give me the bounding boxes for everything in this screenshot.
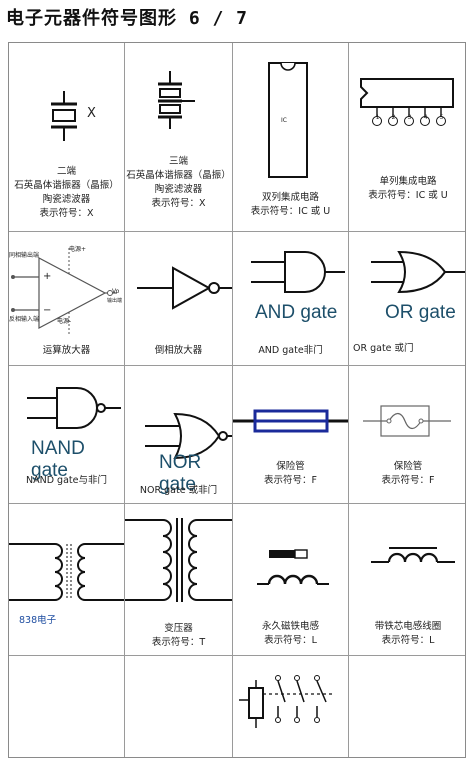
grid-divider <box>124 43 125 757</box>
pin-number: 3 <box>407 114 412 121</box>
inverter-cell: 倒相放大器 <box>125 232 232 365</box>
and-gate-symbol <box>251 251 345 293</box>
nor-gate-label: NOR gate <box>159 452 202 495</box>
caption-line: 表示符号：L <box>264 635 317 646</box>
fuse-1-symbol <box>233 409 348 433</box>
core-inductor-symbol <box>371 547 455 563</box>
transformer-1-symbol <box>9 543 124 601</box>
opamp-symbol <box>11 248 117 336</box>
caption-line: 表示符号：X <box>39 208 94 219</box>
caption-line: 永久磁铁电感 <box>261 621 319 632</box>
caption-line: AND gate非门 <box>258 345 323 356</box>
opamp-power-pos-label: 电源+ <box>69 246 87 253</box>
caption-line: 石英晶体谐振器（晶振） <box>126 170 231 181</box>
symbol-grid: X 二端 石英晶体谐振器（晶振） 陶瓷滤波器 表示符号：X 三端 石英晶体谐振器… <box>8 42 466 758</box>
grid-divider <box>9 655 465 656</box>
core-inductor-cell: 带铁芯电感线圈 表示符号：L <box>349 504 467 655</box>
crystal-symbol-letter: X <box>87 106 96 121</box>
opamp-plus-sign: + <box>43 271 52 282</box>
sip-ic-symbol <box>360 78 454 126</box>
pin-number: 5 <box>439 114 444 121</box>
caption-line: 保险管 <box>393 461 423 472</box>
caption-line: 表示符号：F <box>381 475 435 486</box>
watermark-caption: 838电子 <box>19 615 57 626</box>
caption-line: 保险管 <box>276 461 305 472</box>
caption-line: 表示符号：IC 或 U <box>368 190 448 201</box>
ic-chip-label: IC <box>281 117 287 124</box>
transformer-2-symbol <box>125 518 232 602</box>
opamp-minus-sign: − <box>43 305 52 316</box>
nand-gate-cell: NAND gate NAND gate与非门 <box>9 366 124 503</box>
opamp-inverting-label: 反相输入端 <box>9 316 40 323</box>
crystal-3-terminal-cell: 三端 石英晶体谐振器（晶振） 陶瓷滤波器 表示符号：X <box>125 43 232 231</box>
caption-line: 表示符号：F <box>264 475 317 486</box>
sip-ic-cell: 1 2 3 4 5 单列集成电路 表示符号：IC 或 U <box>349 43 467 231</box>
grid-divider <box>232 43 233 757</box>
opamp-cell: 同相输出端 电源+ 反相输入端 电源- Vo 输出端 + − 运算放大器 <box>9 232 124 365</box>
grid-divider <box>9 365 465 366</box>
nor-gate-symbol <box>145 412 232 460</box>
caption-line: 表示符号：T <box>151 637 206 648</box>
caption-line: NOR gate 或非门 <box>139 485 218 496</box>
and-gate-label: AND gate <box>255 302 338 323</box>
or-gate-label: OR gate <box>385 302 456 323</box>
pin-number: 2 <box>391 114 396 121</box>
dip-ic-cell: IC 双列集成电路 表示符号：IC 或 U <box>233 43 348 231</box>
opamp-output-note: 输出端 <box>107 298 123 304</box>
caption-line: 陶瓷滤波器 <box>42 194 91 205</box>
perm-inductor-symbol <box>257 549 329 585</box>
fuse-2-symbol <box>363 405 451 437</box>
pin-number: 4 <box>423 114 428 121</box>
caption-line: OR gate 或门 <box>353 343 414 354</box>
and-gate-cell: AND gate AND gate非门 <box>233 232 348 365</box>
caption-line: 表示符号：X <box>151 198 206 209</box>
caption-line: 倒相放大器 <box>154 345 203 356</box>
perm-inductor-cell: 永久磁铁电感 表示符号：L <box>233 504 348 655</box>
or-gate-cell: OR gate OR gate 或门 <box>349 232 467 365</box>
caption-line: 陶瓷滤波器 <box>154 184 203 195</box>
crystal-2-terminal-cell: X 二端 石英晶体谐振器（晶振） 陶瓷滤波器 表示符号：X <box>9 43 124 231</box>
caption-line: 表示符号：L <box>381 635 435 646</box>
caption-line: 三端 <box>168 156 188 167</box>
inverter-symbol <box>137 266 232 310</box>
opamp-output-label: Vo <box>112 288 120 295</box>
relay-symbol <box>239 675 333 728</box>
nand-gate-symbol <box>27 387 121 429</box>
caption-line: 双列集成电路 <box>261 192 319 203</box>
fuse-1-cell: 保险管 表示符号：F <box>233 366 348 503</box>
caption-line: NAND gate与非门 <box>26 475 107 486</box>
caption-line: 变压器 <box>164 623 193 634</box>
grid-divider <box>9 231 465 232</box>
crystal-2-terminal-symbol <box>51 91 77 141</box>
nor-gate-cell: NOR gate NOR gate 或非门 <box>125 366 232 503</box>
caption-line: 二端 <box>56 166 76 177</box>
crystal-3-terminal-symbol <box>158 71 195 129</box>
opamp-noninverting-label: 同相输出端 <box>9 252 40 259</box>
grid-divider <box>348 43 349 757</box>
grid-divider <box>9 503 465 504</box>
nand-gate-label: NAND gate <box>31 438 85 481</box>
page-title: 电子元器件符号图形 6 / 7 <box>6 8 249 29</box>
or-gate-symbol <box>371 250 465 294</box>
transformer-1-cell: 838电子 <box>9 504 124 655</box>
transformer-2-cell: 变压器 表示符号：T <box>125 504 232 655</box>
opamp-power-neg-label: 电源- <box>57 318 72 325</box>
caption-line: 表示符号：IC 或 U <box>250 206 331 217</box>
caption-line: 单列集成电路 <box>379 176 437 187</box>
caption-line: 运算放大器 <box>42 345 91 356</box>
relay-cell <box>233 656 348 758</box>
pin-number: 1 <box>375 114 380 121</box>
dip-ic-symbol <box>268 62 308 178</box>
caption-line: 石英晶体谐振器（晶振） <box>14 180 119 191</box>
fuse-2-cell: 保险管 表示符号：F <box>349 366 467 503</box>
caption-line: 带铁芯电感线圈 <box>374 621 442 632</box>
